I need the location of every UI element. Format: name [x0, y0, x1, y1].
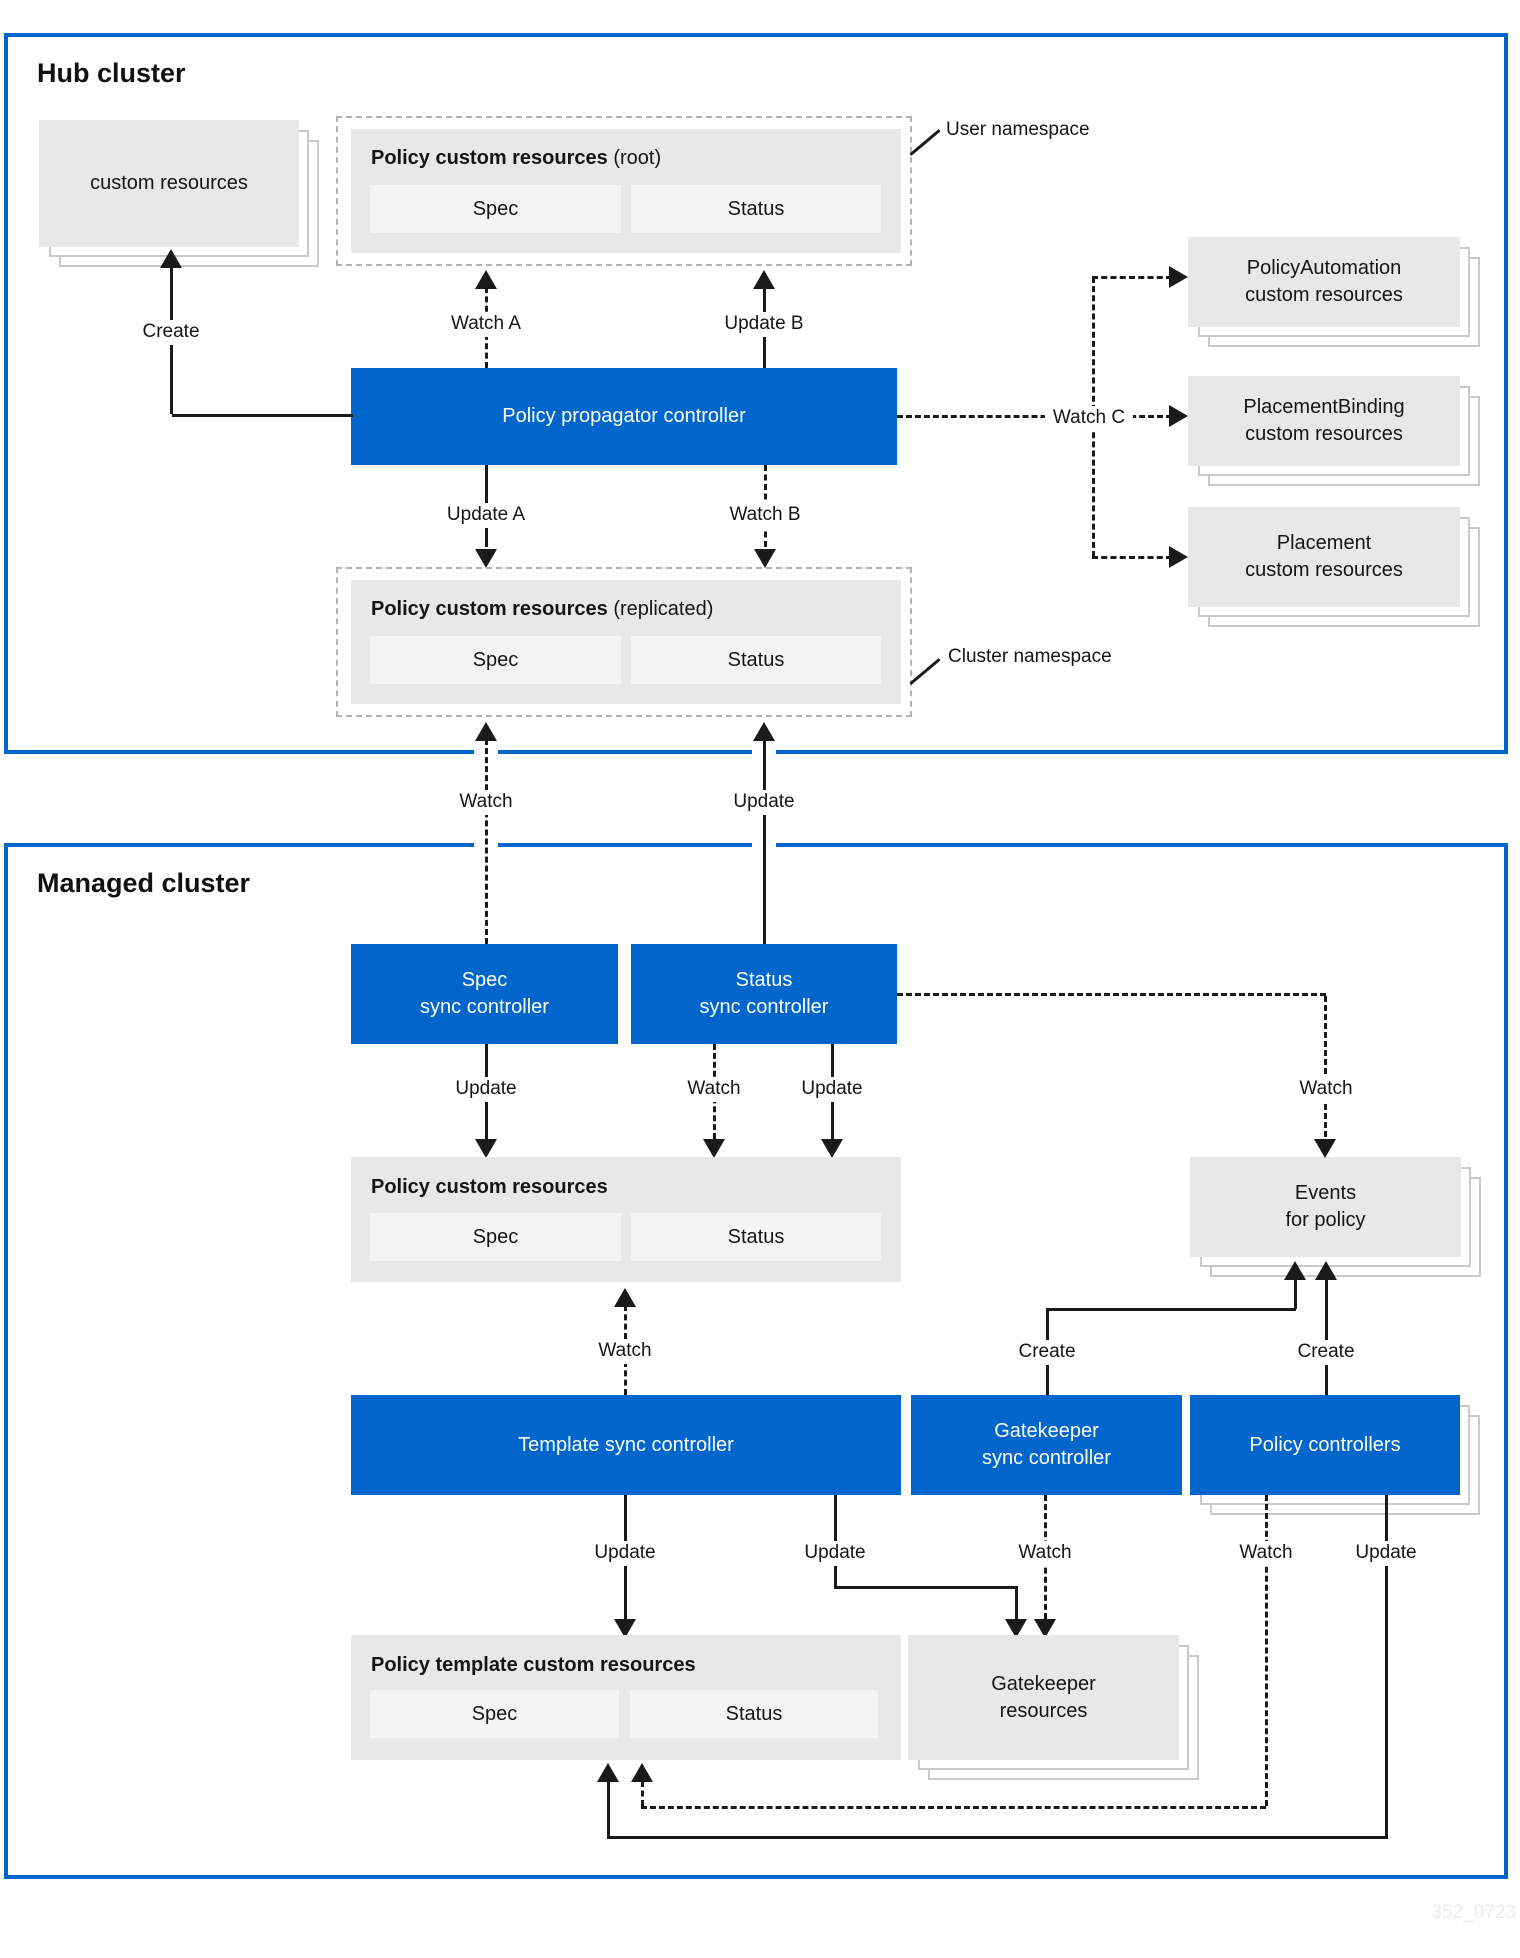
- policy-root-status: Status: [631, 185, 881, 233]
- status-update-arrowhead: [821, 1139, 843, 1158]
- events-watch-edge-line: [1324, 996, 1327, 1137]
- status-watch-arrowhead: [703, 1139, 725, 1158]
- watch-c-branch-top-line: [1092, 276, 1172, 279]
- watch-a-edge-label: Watch A: [442, 312, 530, 337]
- policy-replicated-status: Status: [631, 636, 881, 684]
- pc-update-edge-line: [607, 1781, 610, 1836]
- policy-cr-status: Status: [631, 1213, 881, 1261]
- hub-cluster-title: Hub cluster: [37, 58, 186, 88]
- policy-template-spec: Spec: [370, 1690, 619, 1738]
- watch-c-branch-top-arrowhead: [1169, 266, 1188, 288]
- policy-template-status: Status: [630, 1690, 878, 1738]
- gatekeeper-watch-arrowhead: [1034, 1619, 1056, 1638]
- watch-c-branch-bottom-line: [1092, 556, 1172, 559]
- gatekeeper-watch-edge-label: Watch: [1010, 1541, 1080, 1566]
- bridge-update-arrowhead: [753, 722, 775, 741]
- bridge-update-edge-line: [763, 739, 766, 944]
- bridge-update-edge-label: Update: [725, 790, 803, 815]
- user-namespace-container: [336, 116, 912, 266]
- policy-propagator-controller-box: Policy propagator controller: [351, 368, 897, 465]
- events-create-left-arrowhead: [1284, 1261, 1306, 1280]
- template-watch-arrowhead: [614, 1288, 636, 1307]
- update-b-arrowhead: [753, 270, 775, 289]
- status-watch-edge-label: Watch: [679, 1077, 749, 1102]
- watch-c-edge-label: Watch C: [1044, 406, 1134, 431]
- status-sync-controller-box: Status sync controller: [631, 944, 897, 1044]
- events-watch-edge-label: Watch: [1291, 1077, 1361, 1102]
- template-update-right-label: Update: [796, 1541, 874, 1566]
- template-watch-edge-label: Watch: [590, 1339, 660, 1364]
- pc-update-edge-line: [1385, 1495, 1388, 1836]
- policy-root-title-text: Policy custom resources: [371, 147, 608, 169]
- pc-update-edge-line: [607, 1836, 1388, 1839]
- pc-update-arrowhead: [597, 1763, 619, 1782]
- gatekeeper-sync-controller-box: Gatekeeper sync controller: [911, 1395, 1182, 1495]
- update-a-arrowhead: [475, 549, 497, 568]
- events-create-left-line: [1294, 1280, 1297, 1309]
- pc-watch-edge-label: Watch: [1231, 1541, 1301, 1566]
- watch-c-edge-line: [897, 415, 1172, 418]
- events-create-right-label: Create: [1289, 1340, 1363, 1365]
- events-for-policy-box: Events for policy: [1190, 1157, 1461, 1257]
- bridge-watch-edge-label: Watch: [451, 790, 521, 815]
- spec-update-edge-label: Update: [447, 1077, 525, 1102]
- user-namespace-label: User namespace: [946, 119, 1090, 140]
- pc-watch-edge-line: [1265, 1495, 1268, 1806]
- template-sync-controller-box: Template sync controller: [351, 1395, 901, 1495]
- watch-a-arrowhead: [475, 270, 497, 289]
- cluster-namespace-label: Cluster namespace: [948, 646, 1112, 667]
- custom-resources-box: custom resources: [39, 120, 299, 247]
- pc-watch-edge-line: [641, 1781, 644, 1806]
- events-create-left-label: Create: [1010, 1340, 1084, 1365]
- status-update-edge-label: Update: [793, 1077, 871, 1102]
- update-a-edge-label: Update A: [438, 503, 534, 528]
- bridge-watch-arrowhead: [475, 722, 497, 741]
- events-watch-edge-line: [897, 993, 1326, 996]
- policy-replicated-title-text: Policy custom resources: [371, 598, 608, 620]
- template-update-left-arrowhead: [614, 1619, 636, 1638]
- policy-replicated-spec: Spec: [370, 636, 621, 684]
- gatekeeper-resources-box: Gatekeeper resources: [908, 1635, 1179, 1760]
- events-watch-arrowhead: [1314, 1139, 1336, 1158]
- policy-automation-box: PolicyAutomation custom resources: [1188, 237, 1460, 327]
- pc-update-edge-label: Update: [1347, 1541, 1425, 1566]
- events-create-left-line: [1046, 1308, 1296, 1311]
- policy-root-title: Policy custom resources (root): [371, 147, 661, 170]
- watch-b-arrowhead: [754, 549, 776, 568]
- watermark: 352_0723: [1431, 1902, 1516, 1923]
- create-edge-line: [172, 414, 353, 417]
- watch-c-branch-bottom-arrowhead: [1169, 546, 1188, 568]
- template-update-right-arrowhead: [1005, 1619, 1027, 1638]
- placement-box: Placement custom resources: [1188, 507, 1460, 607]
- template-update-right-line: [834, 1586, 1018, 1589]
- create-edge-label: Create: [134, 320, 208, 345]
- template-update-right-line: [1015, 1589, 1018, 1619]
- bridge-watch-edge-line: [485, 739, 488, 944]
- spec-update-arrowhead: [475, 1139, 497, 1158]
- create-arrowhead: [160, 249, 182, 268]
- pc-watch-edge-line: [641, 1806, 1266, 1809]
- watch-c-arrowhead: [1169, 405, 1188, 427]
- pc-watch-arrowhead: [631, 1763, 653, 1782]
- events-create-right-line: [1325, 1280, 1328, 1395]
- policy-template-title: Policy template custom resources: [371, 1654, 696, 1676]
- update-b-edge-label: Update B: [716, 312, 812, 337]
- policy-replicated-title: Policy custom resources (replicated): [371, 598, 713, 621]
- managed-cluster-title: Managed cluster: [37, 868, 251, 898]
- policy-cr-title: Policy custom resources: [371, 1176, 608, 1198]
- watch-b-edge-label: Watch B: [721, 503, 809, 528]
- policy-controllers-box: Policy controllers: [1190, 1395, 1460, 1495]
- policy-root-spec: Spec: [370, 185, 621, 233]
- placement-binding-box: PlacementBinding custom resources: [1188, 376, 1460, 466]
- spec-sync-controller-box: Spec sync controller: [351, 944, 618, 1044]
- cluster-namespace-container: [336, 567, 912, 717]
- policy-root-qualifier: (root): [607, 147, 662, 169]
- events-create-right-arrowhead: [1315, 1261, 1337, 1280]
- policy-replicated-qualifier: (replicated): [607, 598, 714, 620]
- policy-cr-spec: Spec: [370, 1213, 621, 1261]
- template-update-left-label: Update: [586, 1541, 664, 1566]
